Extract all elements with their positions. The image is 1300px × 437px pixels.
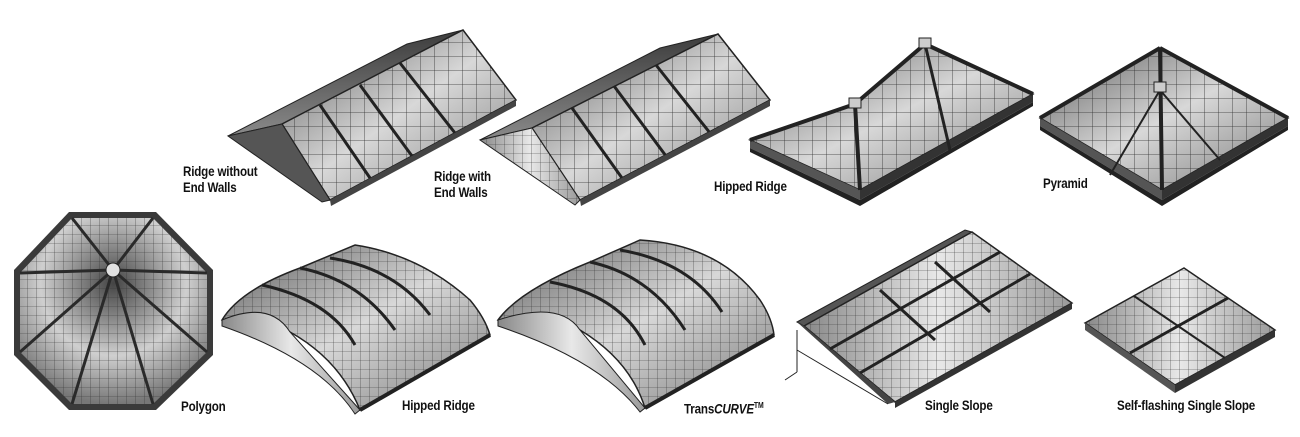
curved-hipped-ridge-skylight [220, 244, 491, 415]
caption-polygon: Polygon [181, 399, 226, 414]
pyramid-skylight [1038, 46, 1290, 206]
self-flashing-single-slope-skylight [1083, 267, 1277, 393]
single-slope-skylight [784, 229, 1074, 408]
caption-self-flashing-single-slope: Self-flashing Single Slope [1117, 398, 1256, 413]
ridge-without-end-walls-skylight [226, 29, 518, 206]
caption-hipped-ridge: Hipped Ridge [714, 179, 787, 194]
transcurve-skylight [496, 239, 775, 413]
caption-pyramid: Pyramid [1043, 176, 1088, 191]
caption-single-slope: Single Slope [925, 398, 993, 413]
polygon-skylight [14, 212, 213, 410]
caption-transcurve: TransCURVETM [684, 401, 764, 417]
hipped-ridge-skylight [747, 37, 1035, 206]
caption-ridge-with-end-walls: Ridge with End Walls [434, 169, 491, 200]
caption-curved-hipped-ridge: Hipped Ridge [402, 398, 475, 413]
caption-ridge-without-end-walls: Ridge without End Walls [183, 164, 258, 195]
ridge-with-end-walls-skylight [478, 33, 772, 206]
